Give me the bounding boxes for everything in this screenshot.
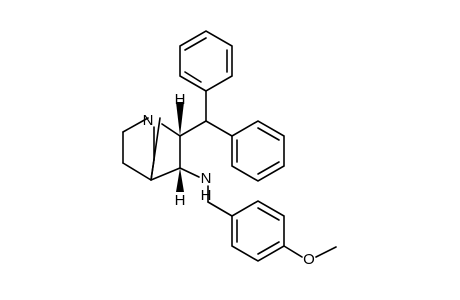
ring-outline: [231, 200, 285, 262]
quinuclidine-core: [122, 102, 184, 192]
stereo-hydrogen-bottom-label: H: [175, 192, 186, 209]
bond: [122, 162, 152, 181]
ring-outline: [179, 30, 233, 92]
bond: [122, 117, 149, 133]
double-bond: [184, 37, 207, 51]
double-bond: [257, 207, 280, 221]
wedge-bond: [176, 168, 184, 192]
ring-nitrogen-label: N: [143, 112, 154, 129]
double-bond: [184, 71, 202, 83]
wedge-bond: [176, 102, 184, 136]
double-bond: [257, 127, 280, 141]
methoxybenzylamine-group: [179, 167, 337, 262]
amine-hydrogen-label: H: [201, 187, 212, 204]
stereo-hydrogen-top-label: H: [175, 91, 186, 108]
double-bond: [257, 241, 280, 255]
bond: [150, 167, 181, 181]
bond: [179, 120, 207, 137]
amine-nitrogen-label: N: [201, 170, 212, 187]
atom-labels: N H H N H O: [143, 91, 315, 268]
ring-outline: [231, 120, 285, 182]
bond: [161, 123, 181, 137]
bond: [150, 159, 155, 181]
bond: [207, 201, 233, 217]
anisole-ring: [231, 200, 285, 262]
bond: [205, 120, 233, 137]
oxygen-label: O: [303, 251, 315, 268]
benzhydryl-group: [179, 30, 285, 182]
bond: [283, 245, 303, 258]
phenyl-ring-upper: [179, 30, 233, 92]
double-bond: [257, 161, 280, 175]
bond: [315, 246, 337, 258]
bond: [179, 167, 200, 178]
phenyl-ring-right: [231, 120, 285, 182]
